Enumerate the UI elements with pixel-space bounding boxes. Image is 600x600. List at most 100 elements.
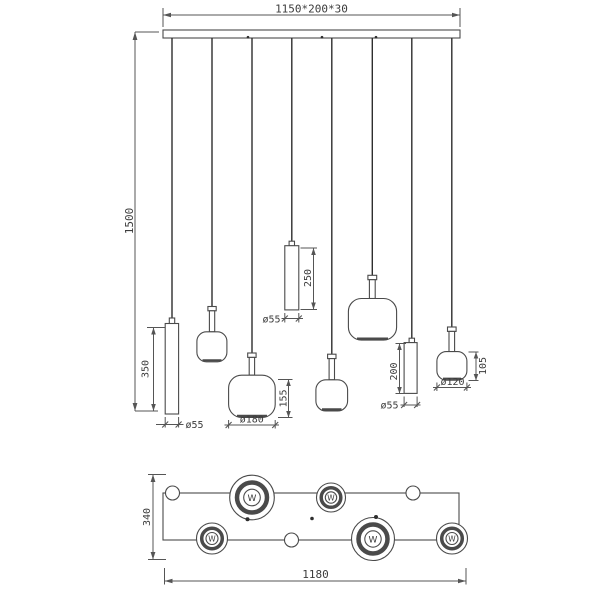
- plan-view: W W W W W: [142, 474, 469, 585]
- tube-body: [403, 342, 418, 394]
- shade-ring: [234, 480, 270, 515]
- plan-tube-2: [283, 532, 300, 548]
- arrowhead-up: [150, 474, 156, 482]
- shade-ring: [356, 522, 390, 556]
- plan-lamp-small-top: W: [315, 482, 347, 513]
- shade-neck: [208, 310, 216, 333]
- shade-ring: [439, 526, 465, 551]
- plan-center-mark: [310, 516, 314, 521]
- tick-mark: [413, 401, 421, 409]
- arrowhead-down: [132, 403, 138, 411]
- dim-pendant7-diameter: ø55: [380, 396, 421, 412]
- pendant-6-shade: [347, 274, 398, 341]
- dim-label-p8-diameter: ø120: [440, 377, 464, 388]
- arrowhead-up: [311, 248, 316, 255]
- dim-pendant8-diameter: ø120: [433, 377, 471, 391]
- dim-label-p1-diameter: ø55: [186, 420, 204, 431]
- dim-label-p3-height: 155: [279, 389, 290, 407]
- tube-body: [284, 245, 300, 311]
- arrowhead-right: [458, 578, 466, 584]
- tick-mark: [463, 384, 471, 391]
- pendant-3-shade: [228, 352, 276, 418]
- arrowhead-down: [473, 374, 479, 381]
- pendant-5-shade: [315, 353, 349, 412]
- tick-mark: [400, 401, 408, 409]
- arrowhead-down: [397, 387, 402, 394]
- shade-ring: [199, 526, 225, 551]
- bulb-symbol: W: [248, 494, 257, 504]
- pendant-4-tube: [284, 240, 300, 311]
- arrowhead-up: [286, 379, 291, 386]
- arrowhead-down: [150, 552, 156, 560]
- shade-cap: [247, 352, 257, 358]
- bulb-symbol: W: [448, 534, 456, 543]
- shade-ring: [319, 485, 343, 510]
- rail-screw: [246, 35, 250, 39]
- plan-lamp-large-bottom: W: [350, 515, 396, 562]
- plan-lamp-small-bottom-right: W: [435, 522, 469, 555]
- arrowhead-up: [151, 327, 156, 335]
- dim-label-p8-height: 105: [478, 357, 489, 375]
- arrowhead-left: [164, 578, 173, 584]
- shade-body: [228, 374, 276, 418]
- dim-label-plan-depth: 340: [142, 508, 153, 526]
- dim-label-p4-diameter: ø55: [262, 315, 280, 326]
- shade-neck: [248, 356, 256, 376]
- dim-label-p7-height: 200: [389, 362, 400, 380]
- dim-pendant3-diameter: ø180: [224, 415, 279, 429]
- ring-notch: [374, 515, 378, 519]
- shade-cap: [207, 305, 217, 312]
- shade-body: [315, 379, 349, 412]
- shade-cap: [367, 274, 378, 281]
- arrowhead-left: [163, 12, 171, 18]
- pendant-1-tube: [164, 317, 180, 415]
- plan-tube-1: [164, 485, 181, 501]
- tube-connector: [408, 337, 416, 344]
- plan-lamp-small-bottom-left: W: [195, 522, 229, 555]
- dim-label-p7-diameter: ø55: [380, 401, 398, 412]
- shade-cap: [446, 326, 457, 332]
- shade-body: [347, 297, 398, 341]
- arrowhead-right: [452, 12, 460, 18]
- tick-mark: [175, 421, 182, 428]
- shade-body: [436, 351, 468, 381]
- pendant-8-shade: [436, 326, 468, 381]
- arrowhead-down: [286, 411, 291, 418]
- dim-plan-width: 1180: [164, 568, 467, 585]
- tick-mark: [433, 384, 441, 391]
- dim-pendant4-diameter: ø55: [262, 313, 303, 326]
- arrowhead-down: [151, 404, 156, 411]
- tick-mark: [295, 315, 303, 322]
- tick-mark: [281, 315, 289, 322]
- dim-pendant3-height: 155: [278, 379, 293, 418]
- pendant-2-shade: [196, 305, 228, 363]
- canopy-rail: [162, 29, 461, 39]
- dim-label-p1-height: 350: [141, 360, 152, 378]
- arrowhead-up: [473, 352, 479, 359]
- dim-pendant7-height: 200: [389, 343, 406, 394]
- arrowhead-up: [132, 32, 138, 40]
- dim-pendant1-height: 350: [141, 327, 165, 411]
- shade-neck: [328, 358, 336, 381]
- dim-label-total-drop: 1500: [123, 208, 136, 235]
- tube-connector: [168, 317, 176, 325]
- bulb-circle: [364, 530, 382, 548]
- tick-mark: [161, 421, 169, 428]
- pendant-7-tube: [403, 337, 418, 394]
- front-elevation-view: 1150*200*30 1500: [123, 3, 489, 432]
- rail-screw: [374, 35, 378, 39]
- ring-notch: [245, 517, 250, 522]
- bulb-circle: [445, 531, 459, 546]
- bulb-symbol: W: [327, 493, 335, 502]
- dim-label-canopy: 1150*200*30: [275, 3, 348, 16]
- dim-pendant1-diameter: ø55: [156, 417, 204, 431]
- bulb-symbol: W: [369, 535, 378, 545]
- bulb-circle: [324, 491, 338, 504]
- arrowhead-up: [397, 343, 402, 350]
- tick-mark: [271, 421, 279, 429]
- rail-screw: [320, 35, 324, 39]
- dim-label-p4-height: 250: [303, 269, 314, 287]
- plan-tube-3: [405, 485, 421, 501]
- tube-body: [164, 322, 180, 415]
